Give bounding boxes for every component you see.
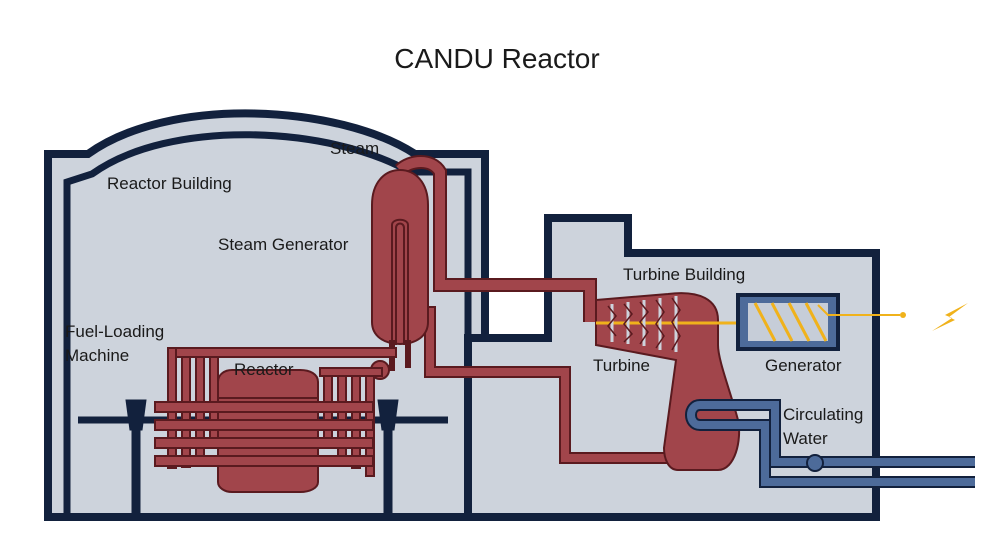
circulating-water-pipe: [685, 399, 975, 488]
steam-generator: [371, 168, 429, 346]
label-circulating-water-line2: Water: [783, 429, 828, 448]
label-steam-generator: Steam Generator: [218, 235, 349, 254]
label-generator: Generator: [765, 356, 842, 375]
power-line: [817, 304, 900, 316]
label-steam: Steam: [330, 139, 379, 158]
label-reactor-building: Reactor Building: [107, 174, 232, 193]
label-fuel-loading-line1: Fuel-Loading: [65, 322, 164, 341]
label-reactor: Reactor: [234, 360, 294, 379]
label-fuel-loading-line2: Machine: [65, 346, 129, 365]
lightning-bolt-icon: [932, 303, 968, 331]
diagram-title: CANDU Reactor: [394, 43, 599, 74]
power-line-terminal: [900, 312, 906, 318]
reactor-supports: [78, 399, 448, 517]
label-turbine-building: Turbine Building: [623, 265, 745, 284]
label-circulating-water-line1: Circulating: [783, 405, 863, 424]
circulating-water-pump: [806, 454, 824, 472]
fuel-channels: [154, 401, 374, 467]
generator: [736, 293, 840, 351]
reactor-building-inner-wall: [63, 131, 472, 517]
label-turbine: Turbine: [593, 356, 650, 375]
